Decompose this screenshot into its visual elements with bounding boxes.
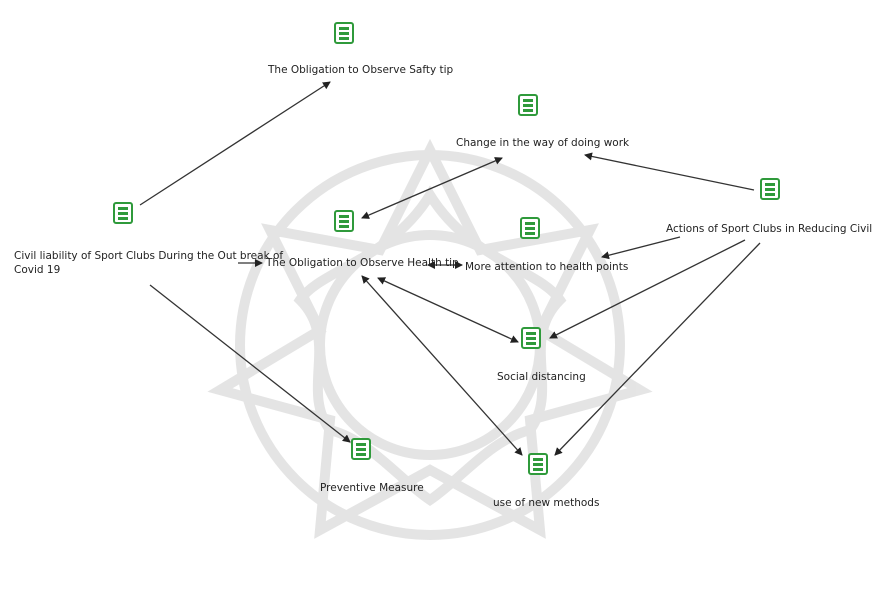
- edge-civil-to-safety: [139, 81, 331, 206]
- document-lines-icon[interactable]: [113, 202, 133, 224]
- node-label-social-distancing: Social distancing: [497, 371, 586, 383]
- node-label-health-tip: The Obligation to Observe Health tip: [266, 257, 459, 269]
- edge-actions-to-social: [549, 239, 746, 339]
- edge-actions-to-more: [601, 236, 681, 260]
- document-lines-icon[interactable]: [334, 22, 354, 44]
- edge-health-change: [361, 157, 503, 219]
- document-lines-icon[interactable]: [528, 453, 548, 475]
- node-label-civil-liability-2: Covid 19: [14, 264, 61, 276]
- edge-health-social: [377, 277, 519, 343]
- document-lines-icon[interactable]: [334, 210, 354, 232]
- document-lines-icon[interactable]: [760, 178, 780, 200]
- node-label-safety-tip: The Obligation to Observe Safty tip: [268, 64, 454, 76]
- edge-actions-to-change: [584, 152, 755, 191]
- document-lines-icon[interactable]: [351, 438, 371, 460]
- node-label-preventive: Preventive Measure: [320, 482, 424, 494]
- edge-health-newmethods: [361, 275, 523, 456]
- document-lines-icon[interactable]: [521, 327, 541, 349]
- node-label-civil-liability-1: Civil liability of Sport Clubs During th…: [14, 250, 284, 262]
- document-lines-icon[interactable]: [520, 217, 540, 239]
- document-lines-icon[interactable]: [518, 94, 538, 116]
- node-label-actions: Actions of Sport Clubs in Reducing Civil…: [666, 223, 874, 235]
- node-label-more-attention: More attention to health points: [465, 261, 629, 273]
- node-label-new-methods: use of new methods: [493, 497, 600, 509]
- node-label-change-work: Change in the way of doing work: [456, 137, 630, 149]
- edge-actions-to-newmethods: [554, 242, 761, 456]
- edge-civil-to-preventive: [149, 284, 351, 443]
